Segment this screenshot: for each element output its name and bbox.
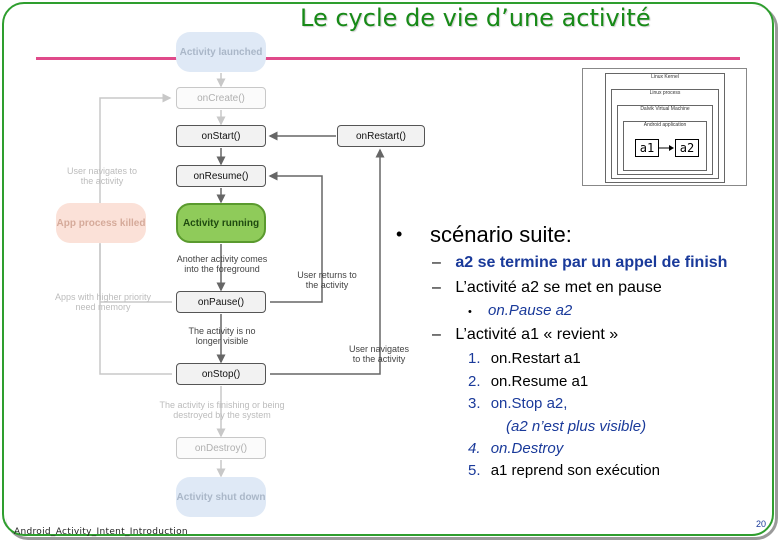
architecture-diagram: Linux Kernel Linux process Dalvik Virtua… xyxy=(582,68,747,186)
footer-text: Android_Activity_Intent_Introduction xyxy=(14,527,188,537)
heading: scénario suite: xyxy=(430,222,572,247)
bullet-2-dash: – xyxy=(432,279,441,296)
layer-linux-process: Linux process xyxy=(611,89,719,179)
activity-launched-node: Activity launched xyxy=(176,32,266,72)
on-stop-node: onStop() xyxy=(176,363,266,385)
activity-shut-down-node: Activity shut down xyxy=(176,477,266,517)
note-higher-priority: Apps with higher priority need memory xyxy=(54,292,152,312)
layer-android-app-label: Android application xyxy=(643,122,687,128)
bullet-2: – L’activité a2 se met en pause xyxy=(432,279,662,297)
step-4-text: on.Destroy xyxy=(490,440,564,457)
step-5: 5. a1 reprend son exécution xyxy=(468,462,660,479)
slide-title: Le cycle de vie d’une activité xyxy=(300,4,651,32)
lifecycle-diagram: Activity launched onCreate() onStart() o… xyxy=(54,32,425,517)
step-1-num: 1. xyxy=(468,350,481,367)
step-3-text: on.Stop a2, xyxy=(490,395,568,412)
on-create-node: onCreate() xyxy=(176,87,266,109)
bullet-3: – L’activité a1 « revient » xyxy=(432,326,618,344)
step-5-num: 5. xyxy=(468,462,481,479)
layer-linux-kernel-label: Linux Kernel xyxy=(651,74,679,80)
slide-frame xyxy=(2,2,774,536)
sub-bullet-1-dot: • xyxy=(468,306,472,318)
on-destroy-node: onDestroy() xyxy=(176,437,266,459)
step-3-note: (a2 n’est plus visible) xyxy=(506,418,647,435)
bullet-1-text: a2 se termine par un appel de finish xyxy=(455,254,728,271)
bullet-1: – a2 se termine par un appel de finish xyxy=(432,254,727,272)
step-1-text: on.Restart a1 xyxy=(490,350,581,367)
slide-frame-shadow xyxy=(6,6,778,540)
activity-a2-box: a2 xyxy=(675,139,699,157)
layer-dalvik-vm-label: Dalvik Virtual Machine xyxy=(640,106,690,112)
layer-linux-process-label: Linux process xyxy=(649,90,681,96)
on-start-node: onStart() xyxy=(176,125,266,147)
layer-dalvik-vm: Dalvik Virtual Machine xyxy=(617,105,713,175)
on-pause-node: onPause() xyxy=(176,291,266,313)
note-user-returns: User returns to the activity xyxy=(297,270,357,290)
app-process-killed-node: App process killed xyxy=(56,203,146,243)
layer-android-app: Android application xyxy=(623,121,707,171)
page-number: 20 xyxy=(756,519,767,529)
step-3: 3. on.Stop a2, xyxy=(468,395,567,412)
sub-bullet-1-text: on.Pause a2 xyxy=(488,302,573,319)
a1-to-a2-arrow xyxy=(659,145,674,151)
title-underline xyxy=(36,57,740,60)
note-finishing: The activity is finishing or being destr… xyxy=(159,400,285,420)
activity-a1-box: a1 xyxy=(635,139,659,157)
step-4: 4. on.Destroy xyxy=(468,440,563,457)
note-another-activity: Another activity comes into the foregrou… xyxy=(176,254,268,274)
step-3-num: 3. xyxy=(468,395,481,412)
activity-running-node: Activity running xyxy=(176,203,266,243)
layer-linux-kernel: Linux Kernel xyxy=(605,73,725,183)
step-2-text: on.Resume a1 xyxy=(490,373,589,390)
note-user-navigates-2: User navigates to the activity xyxy=(348,344,410,364)
step-2-num: 2. xyxy=(468,373,481,390)
step-1: 1. on.Restart a1 xyxy=(468,350,581,367)
step-5-text: a1 reprend son exécution xyxy=(490,462,660,479)
note-user-navigates: User navigates to the activity xyxy=(66,166,138,186)
note-no-longer-visible: The activity is no longer visible xyxy=(188,326,256,346)
step-4-num: 4. xyxy=(468,440,481,457)
on-resume-node: onResume() xyxy=(176,165,266,187)
lifecycle-arrows xyxy=(99,73,385,478)
bullet-1-dash: – xyxy=(432,254,441,271)
on-restart-node: onRestart() xyxy=(337,125,425,147)
sub-bullet-1: • on.Pause a2 xyxy=(468,302,572,319)
step-2: 2. on.Resume a1 xyxy=(468,373,588,390)
bullet-2-text: L’activité a2 se met en pause xyxy=(455,279,662,296)
bullet-3-text: L’activité a1 « revient » xyxy=(455,326,619,343)
bullet-3-dash: – xyxy=(432,326,441,343)
heading-bullet: • xyxy=(396,224,403,244)
